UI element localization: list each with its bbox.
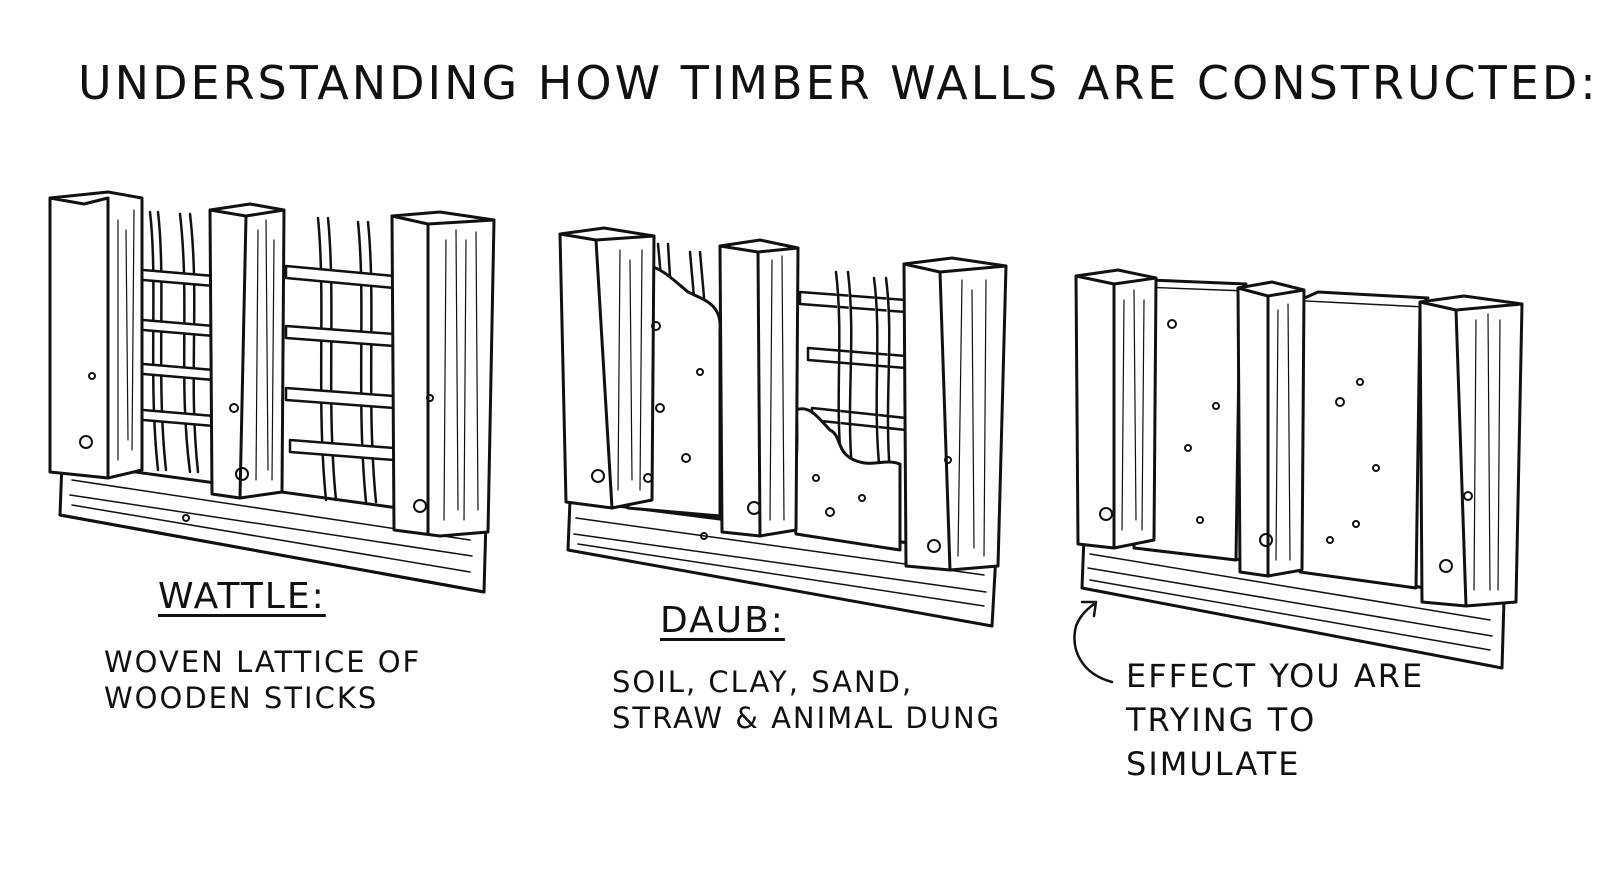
daub-heading: DAUB: — [660, 600, 785, 641]
wattle-wall-drawing — [48, 190, 496, 594]
page-title: UNDERSTANDING HOW TIMBER WALLS ARE CONST… — [78, 56, 1599, 110]
wattle-heading: WATTLE: — [158, 576, 326, 617]
effect-description: EFFECT YOU ARE TRYING TO SIMULATE — [1126, 657, 1425, 783]
daub-wall-drawing — [558, 226, 1008, 628]
wattle-description: WOVEN LATTICE OF WOODEN STICKS — [104, 645, 422, 715]
finished-wall-drawing — [1074, 268, 1524, 670]
pointer-arrow-icon — [1073, 600, 1114, 684]
daub-description: SOIL, CLAY, SAND, STRAW & ANIMAL DUNG — [612, 665, 1002, 735]
